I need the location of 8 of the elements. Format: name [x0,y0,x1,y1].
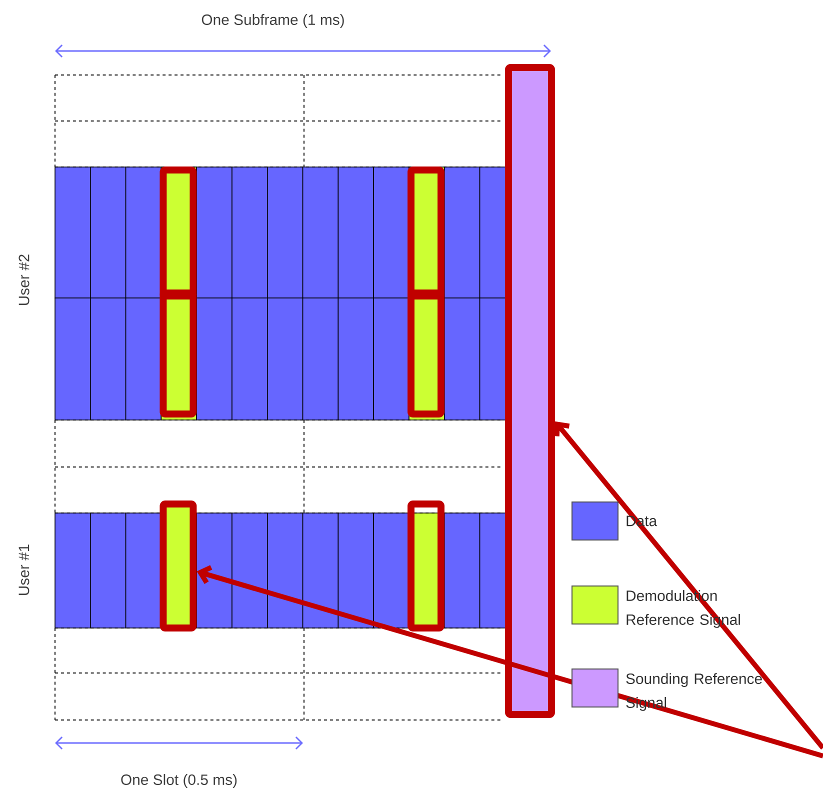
row-label: User #1 [18,544,30,595]
dimension-label: One Slot (0.5 ms) [121,774,237,788]
row-label: User #2 [18,254,30,305]
sounding-signal-column [505,64,555,718]
dimension-label: One Subframe (1 ms) [202,14,344,28]
arrow [196,565,823,758]
highlight-box [160,500,197,632]
arrow [554,421,823,750]
